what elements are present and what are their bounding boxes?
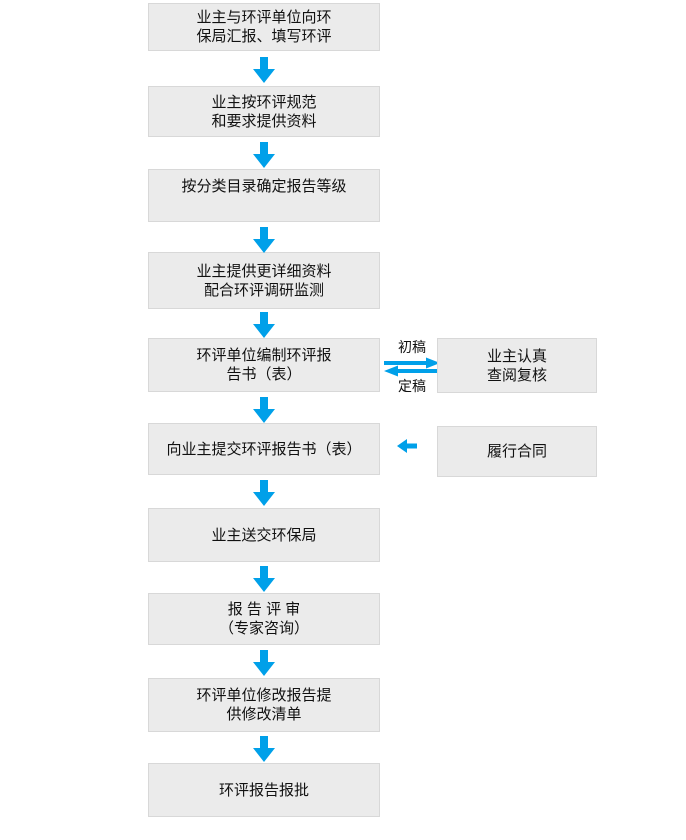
draft-exchange-connector: 初稿 定稿	[383, 339, 441, 395]
side-box-owner-review-label: 业主认真 查阅复核	[486, 347, 547, 384]
flow-step-2-label: 业主按环评规范 和要求提供资料	[211, 93, 317, 130]
side-box-owner-review: 业主认真 查阅复核	[437, 338, 597, 393]
flow-step-9-label: 环评单位修改报告提 供修改清单	[196, 687, 332, 723]
flow-step-8-label: 报 告 评 审 （专家咨询）	[218, 601, 309, 637]
down-arrow-icon	[253, 650, 275, 676]
flow-step-3-label: 按分类目录确定报告等级	[181, 178, 347, 195]
left-arrow-icon	[397, 439, 417, 453]
down-arrow-icon	[253, 480, 275, 506]
flow-step-5: 环评单位编制环评报 告书（表）	[148, 338, 380, 392]
flow-step-6: 向业主提交环评报告书（表）	[148, 423, 380, 475]
flow-step-3: 按分类目录确定报告等级	[148, 169, 380, 222]
flow-step-6-label: 向业主提交环评报告书（表）	[166, 440, 362, 458]
flow-step-7: 业主送交环保局	[148, 508, 380, 562]
down-arrow-icon	[253, 312, 275, 338]
flow-step-7-label: 业主送交环保局	[211, 526, 317, 544]
down-arrow-icon	[253, 397, 275, 423]
flow-step-2: 业主按环评规范 和要求提供资料	[148, 86, 380, 137]
side-box-contract-label: 履行合同	[486, 443, 547, 460]
down-arrow-icon	[253, 736, 275, 762]
draft-exchange-arrows-icon	[384, 357, 440, 377]
flow-step-10-label: 环评报告报批	[218, 781, 309, 799]
flow-step-8: 报 告 评 审 （专家咨询）	[148, 593, 380, 645]
final-draft-label: 定稿	[398, 378, 426, 394]
down-arrow-icon	[253, 57, 275, 83]
flow-step-4: 业主提供更详细资料 配合环评调研监测	[148, 252, 380, 309]
down-arrow-icon	[253, 142, 275, 168]
down-arrow-icon	[253, 566, 275, 592]
flow-step-1-label: 业主与环评单位向环 保局汇报、填写环评	[196, 9, 332, 45]
flow-step-10: 环评报告报批	[148, 763, 380, 817]
flow-step-9: 环评单位修改报告提 供修改清单	[148, 678, 380, 732]
flow-step-1: 业主与环评单位向环 保局汇报、填写环评	[148, 3, 380, 51]
flow-step-5-label: 环评单位编制环评报 告书（表）	[196, 347, 332, 383]
side-box-contract: 履行合同	[437, 426, 597, 477]
initial-draft-label: 初稿	[398, 339, 426, 355]
down-arrow-icon	[253, 227, 275, 253]
flow-step-4-label: 业主提供更详细资料 配合环评调研监测	[196, 262, 332, 299]
